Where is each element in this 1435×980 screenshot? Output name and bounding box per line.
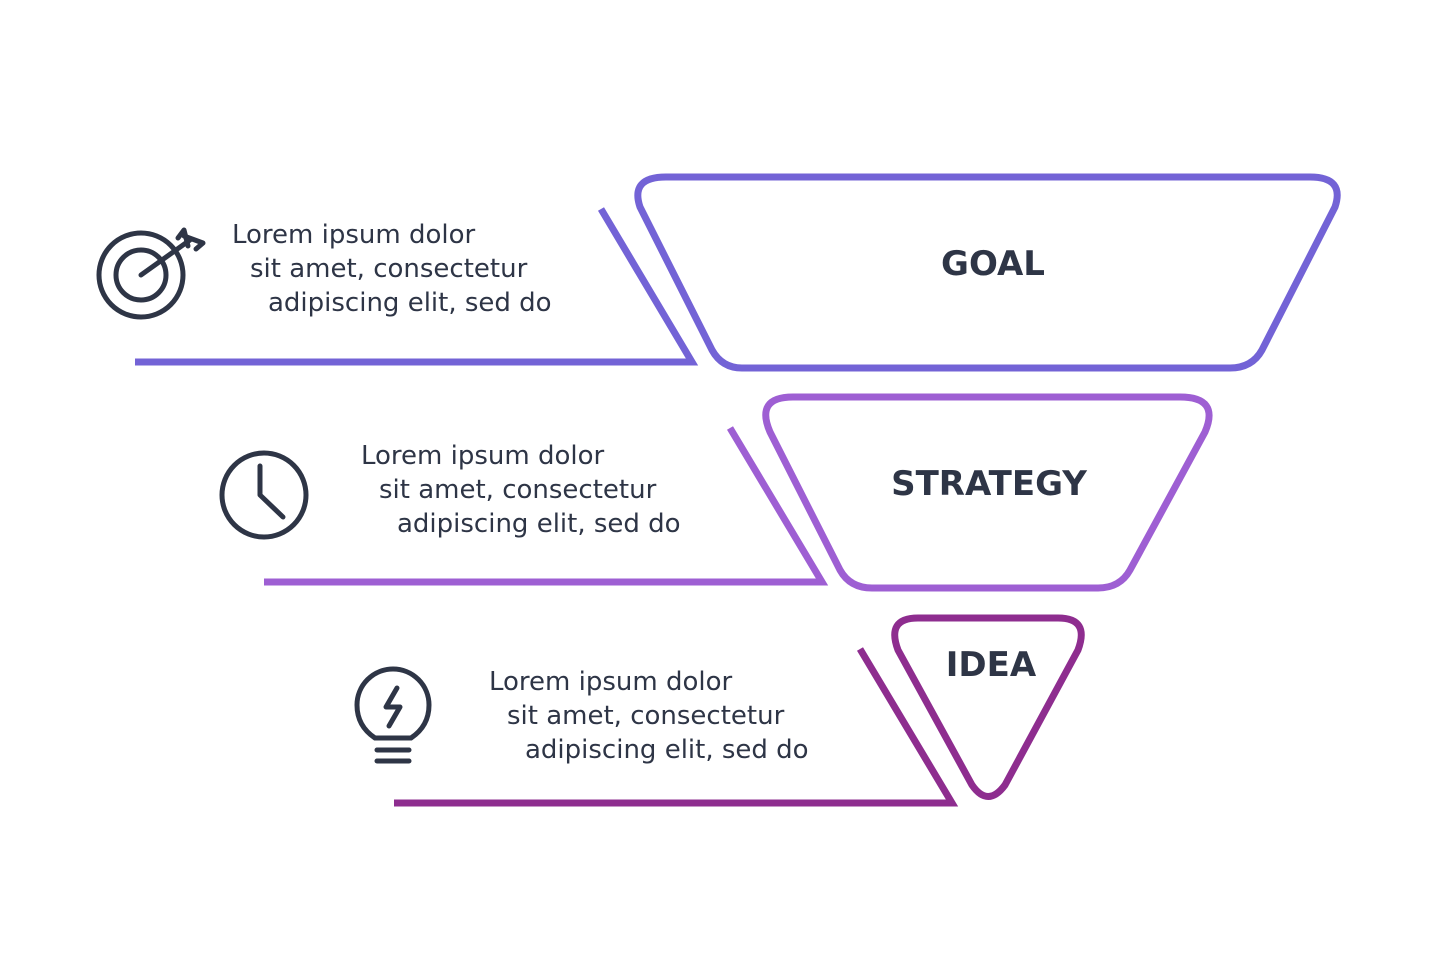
idea-funnel-segment	[891, 614, 1085, 800]
idea-desc-line-2: sit amet, consectetur	[507, 701, 785, 731]
strategy-desc-line-1: Lorem ipsum dolor	[361, 441, 605, 471]
goal-connector-line	[135, 207, 699, 366]
goal-title: GOAL	[941, 244, 1045, 284]
goal-description: Lorem ipsum dolor sit amet, consectetur …	[232, 220, 552, 318]
stage-goal: GOAL Lorem ipsum dolor sit amet, consect…	[96, 173, 1341, 372]
goal-desc-line-3: adipiscing elit, sed do	[268, 288, 552, 318]
stage-idea: IDEA Lorem ipsum dolor sit amet, consect…	[354, 614, 1085, 807]
goal-desc-line-1: Lorem ipsum dolor	[232, 220, 476, 250]
goal-funnel-segment	[634, 173, 1341, 372]
strategy-desc-line-3: adipiscing elit, sed do	[397, 509, 681, 539]
idea-connector-line	[394, 647, 959, 807]
idea-desc-line-1: Lorem ipsum dolor	[489, 667, 733, 697]
strategy-title: STRATEGY	[891, 464, 1087, 504]
idea-desc-line-3: adipiscing elit, sed do	[525, 735, 809, 765]
strategy-funnel-segment	[762, 393, 1213, 592]
goal-desc-line-2: sit amet, consectetur	[250, 254, 528, 284]
strategy-connector-line	[264, 426, 829, 586]
strategy-description: Lorem ipsum dolor sit amet, consectetur …	[361, 441, 681, 539]
idea-title: IDEA	[946, 645, 1037, 685]
stage-strategy: STRATEGY Lorem ipsum dolor sit amet, con…	[219, 393, 1213, 592]
target-icon	[96, 227, 206, 320]
strategy-desc-line-2: sit amet, consectetur	[379, 475, 657, 505]
clock-icon	[219, 450, 309, 540]
lightbulb-icon	[354, 666, 432, 764]
idea-description: Lorem ipsum dolor sit amet, consectetur …	[489, 667, 809, 765]
